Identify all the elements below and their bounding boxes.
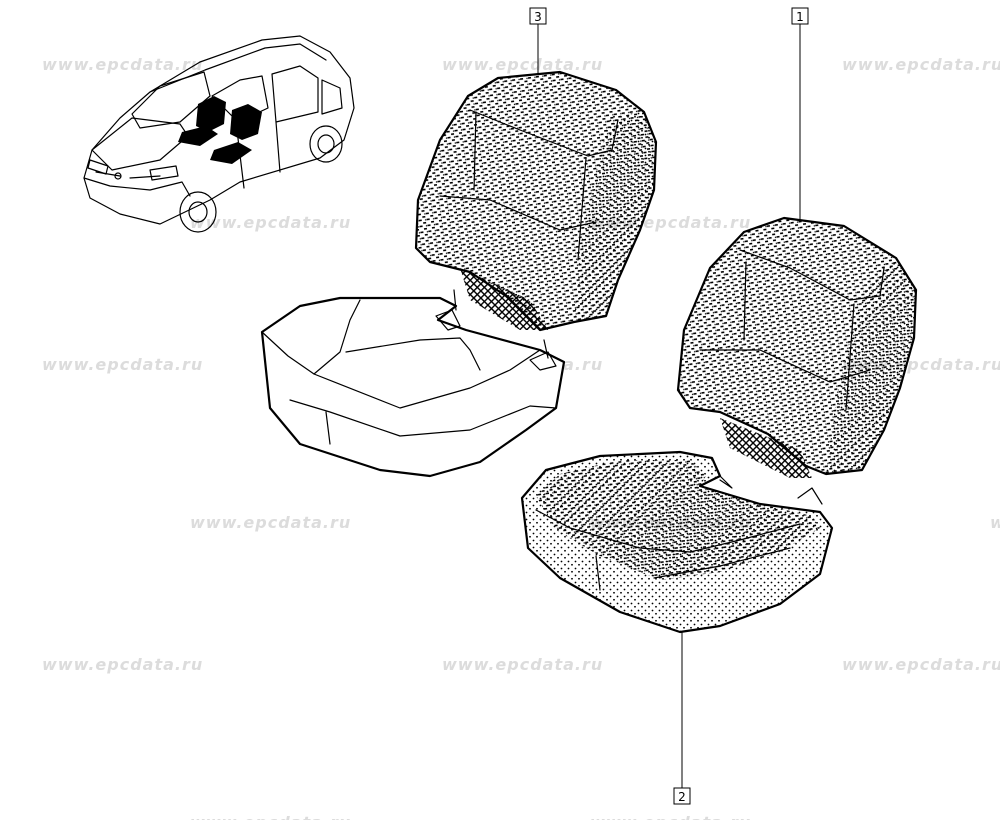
seat-backrest-cover (414, 70, 658, 332)
seat-cushion-cover (520, 450, 834, 634)
car-overview-icon (83, 35, 355, 233)
watermark: www.epcdata.ru (590, 813, 751, 820)
callout-box (673, 787, 691, 805)
callout-label: 3 (534, 10, 542, 24)
watermark: www.epcdata.ru (990, 513, 1000, 532)
watermark: www.epcdata.ru (190, 213, 351, 232)
watermark: www.epcdata.ru (442, 55, 603, 74)
watermark: www.epcdata.ru (190, 813, 351, 820)
watermark: www.epcdata.ru (842, 55, 1000, 74)
seat-backrest-cover (676, 216, 918, 476)
seat-covered-assembly (520, 216, 918, 634)
seat-cushion-bare (260, 289, 566, 478)
watermark: www.epcdata.ru (190, 513, 351, 532)
callout-3[interactable]: 3 (529, 7, 547, 74)
callout-label: 1 (796, 10, 804, 24)
watermark: www.epcdata.ru (442, 655, 603, 674)
watermark: www.epcdata.ru (42, 55, 203, 74)
seat-bare-assembly (260, 70, 658, 478)
callout-1[interactable]: 1 (791, 7, 809, 220)
watermark: www.epcdata.ru (842, 655, 1000, 674)
callout-label: 2 (678, 790, 686, 804)
callout-2[interactable]: 2 (673, 632, 691, 805)
watermark: www.epcdata.ru (42, 655, 203, 674)
watermark: www.epcdata.ru (42, 355, 203, 374)
